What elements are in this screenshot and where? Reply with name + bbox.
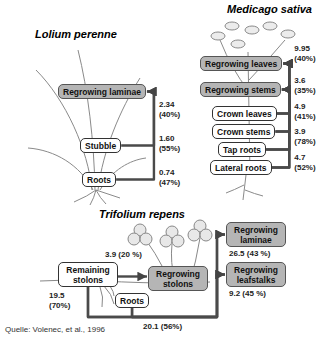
clover-leaflet — [172, 235, 184, 247]
flow-value: 1.60 (55%) — [158, 134, 188, 154]
ryegrass-sketch — [28, 50, 146, 205]
flow-value: 26.5 (43 %) — [228, 249, 271, 259]
box-label: Regrowing leaves — [205, 59, 277, 69]
clover-leaflet — [160, 235, 172, 247]
clover-leaflet — [188, 229, 200, 241]
process-box: Regrowing stolons — [148, 266, 208, 291]
box-label: Crown leaves — [217, 109, 272, 119]
flow-value: 9.95 (40%) — [293, 44, 323, 64]
flow-value: 4.9 (41%) — [293, 102, 323, 122]
flow-value: 20.1 (56%) — [142, 322, 183, 332]
flow-arrow — [118, 275, 147, 277]
grass-roots — [74, 190, 120, 205]
alfalfa-leaf — [211, 32, 225, 40]
box-label: Stubble — [85, 141, 116, 151]
alfalfa-leaf — [281, 30, 295, 38]
box-label: Regrowing stolons — [153, 269, 203, 289]
process-box: Roots — [115, 293, 149, 308]
box-label: Roots — [87, 175, 111, 185]
process-box: Regrowing stems — [200, 82, 281, 97]
process-box: Roots — [82, 172, 116, 187]
flow-value: 0.74 (47%) — [158, 168, 188, 188]
box-label: Tap roots — [223, 145, 261, 155]
box-label: Regrowing stems — [205, 85, 276, 95]
process-box: Crown leaves — [212, 106, 277, 121]
box-label: Crown stems — [217, 127, 270, 137]
box-label: Regrowing laminae — [63, 87, 141, 97]
flow-value: 4.7 (52%) — [293, 153, 323, 173]
flow-value: 3.9 (20 %) — [104, 250, 143, 260]
clover-leaflet — [200, 229, 212, 241]
alfalfa-leaf — [225, 22, 239, 30]
alfalfa-leaf — [245, 26, 259, 34]
box-label: Regrowing leafstalks — [231, 265, 281, 285]
flow-value: 3.9 (78%) — [293, 127, 323, 147]
clover-leaflet — [140, 233, 152, 245]
clover-leaflet — [128, 233, 140, 245]
process-box: Stubble — [80, 138, 121, 153]
alfalfa-taproot — [226, 175, 263, 200]
species-title: Medicago sativa — [226, 3, 313, 16]
source-caption: Quelle: Volenec, et al., 1996 — [4, 325, 106, 335]
box-label: Roots — [120, 296, 144, 306]
process-box: Regrowing leafstalks — [226, 262, 286, 287]
box-label: Remaining stolons — [63, 265, 113, 285]
process-box: Regrowing laminae — [226, 222, 286, 247]
species-title: Trifolium repens — [98, 208, 186, 221]
box-label: Regrowing laminae — [231, 225, 281, 245]
process-box: Lateral roots — [210, 160, 272, 175]
flow-arrow — [116, 92, 154, 180]
flow-value: 3.6 (35%) — [293, 76, 323, 96]
process-box: Tap roots — [218, 142, 266, 157]
alfalfa-sketch — [211, 22, 295, 200]
process-box: Regrowing laminae — [58, 84, 146, 99]
process-box: Regrowing leaves — [200, 56, 282, 71]
flow-value: 2.34 (40%) — [158, 100, 188, 120]
box-label: Lateral roots — [215, 163, 267, 173]
flow-value: 19.5 (70%) — [48, 291, 78, 311]
clover-roots — [100, 286, 114, 307]
flow-value: 9.2 (45 %) — [228, 289, 267, 299]
flow-arrow — [121, 92, 154, 146]
process-box: Crown stems — [212, 124, 275, 139]
alfalfa-leaf — [231, 40, 245, 48]
flow-arrow — [275, 64, 289, 132]
process-box: Remaining stolons — [58, 262, 118, 287]
species-title: Lolium perenne — [34, 28, 118, 41]
grass-blade — [78, 50, 95, 190]
alfalfa-leaf — [263, 22, 277, 30]
